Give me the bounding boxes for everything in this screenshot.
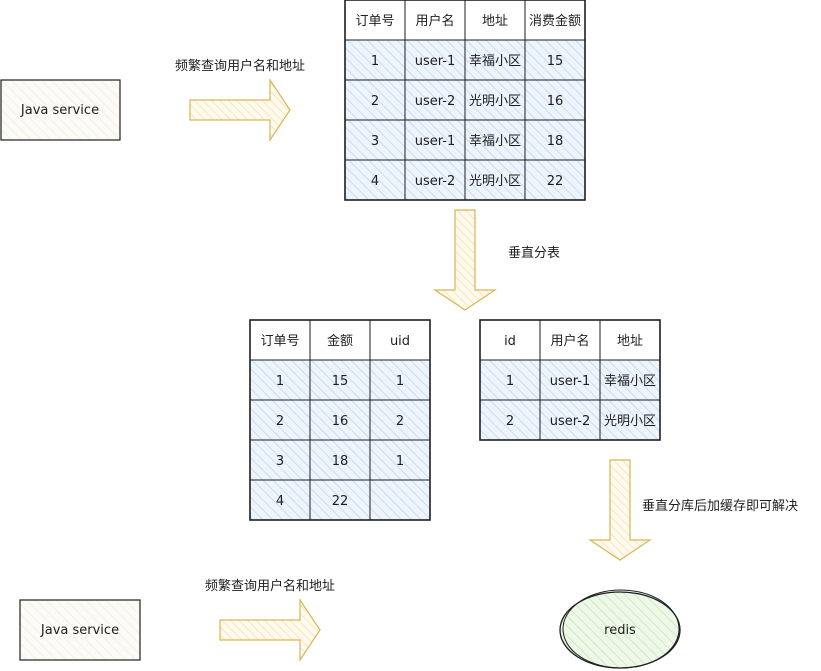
order-table-header-cell <box>309 319 371 361</box>
cache-label: 垂直分库后加缓存即可解决 <box>642 498 798 514</box>
order-table-cell <box>249 359 311 401</box>
order-table-cell-text: 18 <box>332 454 349 469</box>
bottom-java-service-node[interactable]: Java service <box>19 599 141 661</box>
top-table-cell-text: 16 <box>547 94 564 109</box>
top-table-cell-text: 幸福小区 <box>469 54 521 69</box>
split-down-arrow <box>433 209 497 311</box>
top-table-header-cell <box>464 0 526 41</box>
top-table-header-cell <box>404 0 466 41</box>
top-table-cell-text: 3 <box>371 134 379 149</box>
top-table-cell <box>524 39 586 81</box>
order-table-cell-text: 3 <box>276 454 284 469</box>
top-table-cell-text: 22 <box>547 174 564 189</box>
top-table-cell-text: user-2 <box>415 94 456 109</box>
user-table-header-text: id <box>504 334 516 349</box>
order-table-cell-text: 1 <box>396 454 404 469</box>
top-table-cell <box>404 119 466 161</box>
top-table-cell-text: 幸福小区 <box>469 134 521 149</box>
order-table-cell-text: 4 <box>276 494 284 509</box>
order-table-cell <box>369 479 431 521</box>
order-table-cell <box>369 399 431 441</box>
top-table-cell <box>404 159 466 201</box>
top-table-cell <box>464 159 526 201</box>
order-table-header-text: 金额 <box>327 333 353 349</box>
top-table-cell <box>524 119 586 161</box>
top-orders-table: 订单号 用户名 地址 消费金额 1 user-1 幸福小区 15 2 user-2 光明小区 16 3 u… <box>344 0 586 201</box>
top-table-header-text: 用户名 <box>415 13 454 29</box>
bottom-right-arrow <box>219 598 321 662</box>
order-table-cell <box>309 399 371 441</box>
user-table-cell-text: user-2 <box>550 414 591 429</box>
top-table-cell <box>464 119 526 161</box>
top-query-label: 频繁查询用户名和地址 <box>175 58 305 74</box>
top-table-header-text: 订单号 <box>355 14 394 29</box>
user-table-header-text: 用户名 <box>550 333 589 349</box>
order-table-cell-text: 1 <box>276 374 284 389</box>
order-table-cell <box>249 399 311 441</box>
top-table-cell-text: 2 <box>371 94 379 109</box>
order-table-cell <box>369 359 431 401</box>
order-table-cell <box>309 479 371 521</box>
top-table-cell-text: 光明小区 <box>469 174 521 189</box>
top-table-cell-text: 15 <box>547 54 564 69</box>
user-table-cell-text: 2 <box>506 414 514 429</box>
top-table-cell-text: user-1 <box>415 54 456 69</box>
top-table-cell <box>404 79 466 121</box>
order-table-header-text: 订单号 <box>260 334 299 349</box>
top-right-arrow <box>189 78 291 142</box>
user-table-header-text: 地址 <box>617 334 643 349</box>
order-table-cell-text: 15 <box>332 374 349 389</box>
top-table-header-text: 消费金额 <box>529 13 581 29</box>
top-table-header-cell <box>344 0 406 41</box>
top-table-cell-text: 1 <box>371 54 379 69</box>
bottom-java-service-label: Java service <box>40 623 119 638</box>
user-table-header-cell <box>599 319 661 361</box>
top-table-cell-text: user-1 <box>415 134 456 149</box>
top-table-border <box>344 0 586 201</box>
order-table-cell <box>309 439 371 481</box>
order-table-header-text: uid <box>390 334 410 349</box>
order-table-cell-text: 22 <box>332 494 349 509</box>
redis-node[interactable]: redis <box>559 589 681 669</box>
top-table-cell-text: 18 <box>547 134 564 149</box>
order-table: 订单号 金额 uid 1 15 1 2 16 2 3 18 1 4 22 <box>249 319 431 521</box>
order-table-cell-text: 2 <box>396 414 404 429</box>
top-table-cell <box>524 79 586 121</box>
top-table-cell-text: user-2 <box>415 174 456 189</box>
cache-down-arrow <box>588 459 652 561</box>
user-table-cell-text: 光明小区 <box>604 414 656 429</box>
redis-label: redis <box>604 623 636 638</box>
top-table-cell-text: 光明小区 <box>469 94 521 109</box>
order-table-cell <box>309 359 371 401</box>
top-table-header-text: 地址 <box>482 14 508 29</box>
top-table-cell-text: 4 <box>371 174 379 189</box>
order-table-cell-text: 1 <box>396 374 404 389</box>
user-table-border <box>479 319 661 441</box>
bottom-query-label: 频繁查询用户名和地址 <box>205 578 335 594</box>
user-table-cell-text: user-1 <box>550 374 591 389</box>
user-table-cell-text: 幸福小区 <box>604 374 656 389</box>
user-table-cell-text: 1 <box>506 374 514 389</box>
order-table-border <box>249 319 431 521</box>
split-label: 垂直分表 <box>508 246 560 261</box>
order-table-cell-text: 2 <box>276 414 284 429</box>
order-table-cell-text: 16 <box>332 414 349 429</box>
top-table-cell <box>344 159 406 201</box>
user-table: id 用户名 地址 1 user-1 幸福小区 2 user-2 光明小区 <box>479 319 661 441</box>
top-java-service-node[interactable]: Java service <box>0 79 121 141</box>
top-java-service-label: Java service <box>20 103 99 118</box>
